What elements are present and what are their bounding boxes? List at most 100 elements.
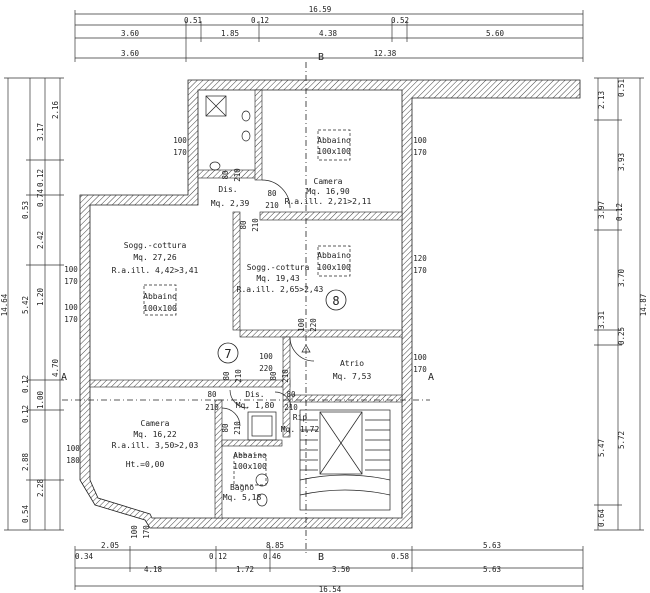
section-marker-b-bottom: B xyxy=(318,552,324,563)
dim-bot-r2-2: 0.46 xyxy=(263,552,282,561)
dim-left-c3-2: 0.74 xyxy=(36,188,45,207)
door-height: 220 xyxy=(309,318,318,332)
wall-seg xyxy=(221,439,283,447)
unit-label-7: 7 xyxy=(224,347,231,361)
room-ratio: R.a.ill. 2,21>2,11 xyxy=(285,197,372,206)
room-camera-top: Camera Mq. 16,90 R.a.ill. 2,21>2,11 xyxy=(285,177,372,206)
staircase xyxy=(299,409,391,511)
window-height: 170 xyxy=(173,148,187,157)
dim-bot-r3-1: 1.72 xyxy=(236,565,254,574)
room-ratio: R.a.ill. 4,42>3,41 xyxy=(112,266,199,275)
dim-left-c3-0: 3.17 xyxy=(36,123,45,141)
door-height: 210 xyxy=(251,218,260,232)
door-swings xyxy=(221,179,315,427)
door-height: 210 xyxy=(265,201,279,210)
dim-top-r3-3: 5.60 xyxy=(486,29,505,38)
door-width: 80 xyxy=(239,220,248,230)
room-bagno: Bagno Mq. 5,18 xyxy=(223,483,262,502)
dim-top-r2-0: 0.51 xyxy=(184,16,202,25)
dim-right-c2-2: 3.70 xyxy=(617,268,626,287)
room-name: Bagno xyxy=(230,483,254,492)
dim-top-r2-1: 0.12 xyxy=(251,16,269,25)
unit-circle-8 xyxy=(325,289,347,311)
window-height: 170 xyxy=(64,277,78,286)
door-width: 100 xyxy=(297,318,306,332)
dim-right-c1-0: 2.13 xyxy=(597,91,606,109)
door-width: 80 xyxy=(221,170,230,180)
dim-top-r3-1: 1.85 xyxy=(221,29,239,38)
dim-left-c2-3: 0.12 xyxy=(21,405,30,423)
skylight-label: Abbaino xyxy=(233,451,267,460)
door-height: 210 xyxy=(205,403,219,412)
bottom-dimension-chains xyxy=(74,546,584,590)
dim-right-c2-0: 0.51 xyxy=(617,79,626,97)
door-height: 210 xyxy=(284,403,298,412)
window-labels: 100 170 100 170 120 170 100 170 100 170 … xyxy=(64,136,427,539)
dim-left-c2-2: 0.12 xyxy=(21,375,30,393)
dim-bot-r1-0: 2.05 xyxy=(101,541,119,550)
room-area: Mq. 27,26 xyxy=(133,253,177,262)
top-dimension-texts: 16.59 0.51 0.12 0.52 3.60 1.85 4.38 5.60… xyxy=(121,5,505,58)
room-name: Rip xyxy=(293,413,308,422)
dim-right-overall: 14.87 xyxy=(639,294,648,317)
room-area: Mq. 1,80 xyxy=(236,401,275,410)
dim-right-c1-4: 5.47 xyxy=(597,439,606,457)
room-area: Mq. 16,22 xyxy=(133,430,177,439)
left-dimension-chains xyxy=(4,77,64,531)
room-name: Dis. xyxy=(218,185,237,194)
toilet-fixtures xyxy=(205,95,251,171)
dim-bot-r3-2: 3.50 xyxy=(332,565,351,574)
dim-top-r2-2: 0.52 xyxy=(391,16,409,25)
wall-seg xyxy=(232,211,241,331)
dim-left-c2-1: 5.42 xyxy=(21,296,30,314)
door-width: 100 xyxy=(259,352,273,361)
door-width: 80 xyxy=(207,390,217,399)
room-area: Mq. 19,43 xyxy=(256,274,300,283)
dim-right-c1-1: 3.97 xyxy=(597,201,606,219)
right-dimension-chains xyxy=(594,77,644,531)
walls xyxy=(79,79,581,529)
outer-wall xyxy=(79,79,581,529)
door-width: 80 xyxy=(286,390,296,399)
room-area: Mq. 1,72 xyxy=(281,425,320,434)
window-height: 170 xyxy=(413,365,427,374)
section-lines xyxy=(62,62,430,556)
door-width: 80 xyxy=(222,371,231,381)
dim-left-c3-3: 2.42 xyxy=(36,231,45,249)
stair-arrow-icon xyxy=(301,344,311,353)
window-width: 100 xyxy=(66,444,80,453)
door-height: 210 xyxy=(281,369,290,383)
window-width: 100 xyxy=(64,303,78,312)
window-height: 170 xyxy=(142,525,151,539)
door-labels: 80 210 80 210 80 210 100 220 100 220 80 … xyxy=(205,168,318,435)
room-camera-bottom: Camera Mq. 16,22 R.a.ill. 3,50>2,03 Ht.=… xyxy=(112,419,199,469)
room-atrio: Atrio Mq. 7,53 xyxy=(333,359,372,381)
dim-bot-r3-0: 4.18 xyxy=(144,565,163,574)
room-area: Mq. 16,90 xyxy=(306,187,350,196)
window-width: 100 xyxy=(64,265,78,274)
dim-bot-r1-1: 8.85 xyxy=(266,541,284,550)
room-name: Dis. xyxy=(245,390,264,399)
dim-left-overall: 14.64 xyxy=(0,293,9,316)
room-area: Mq. 5,18 xyxy=(223,493,262,502)
skylight-label: Abbaino xyxy=(317,251,351,260)
room-name: Camera xyxy=(314,177,343,186)
window-height: 170 xyxy=(413,266,427,275)
dim-top-r4-1: 12.38 xyxy=(374,49,397,58)
room-ratio: R.a.ill. 2,65>2,43 xyxy=(237,285,324,294)
dim-left-c2-4: 2.88 xyxy=(21,452,30,471)
dim-left-c2-5: 0.54 xyxy=(21,504,30,523)
wall-seg xyxy=(214,399,223,519)
room-name: Atrio xyxy=(340,359,364,368)
dim-right-c2-4: 5.72 xyxy=(617,431,626,449)
wall-seg xyxy=(289,394,403,403)
room-area: Mq. 7,53 xyxy=(333,372,372,381)
window-width: 100 xyxy=(413,353,427,362)
room-height: Ht.=0,00 xyxy=(126,460,165,469)
room-dis-bottom: Dis. Mq. 1,80 xyxy=(236,390,275,410)
window-width: 100 xyxy=(413,136,427,145)
dim-left-c3-7: 2.28 xyxy=(36,478,45,497)
door-width: 80 xyxy=(267,189,277,198)
wall-seg xyxy=(282,336,291,438)
